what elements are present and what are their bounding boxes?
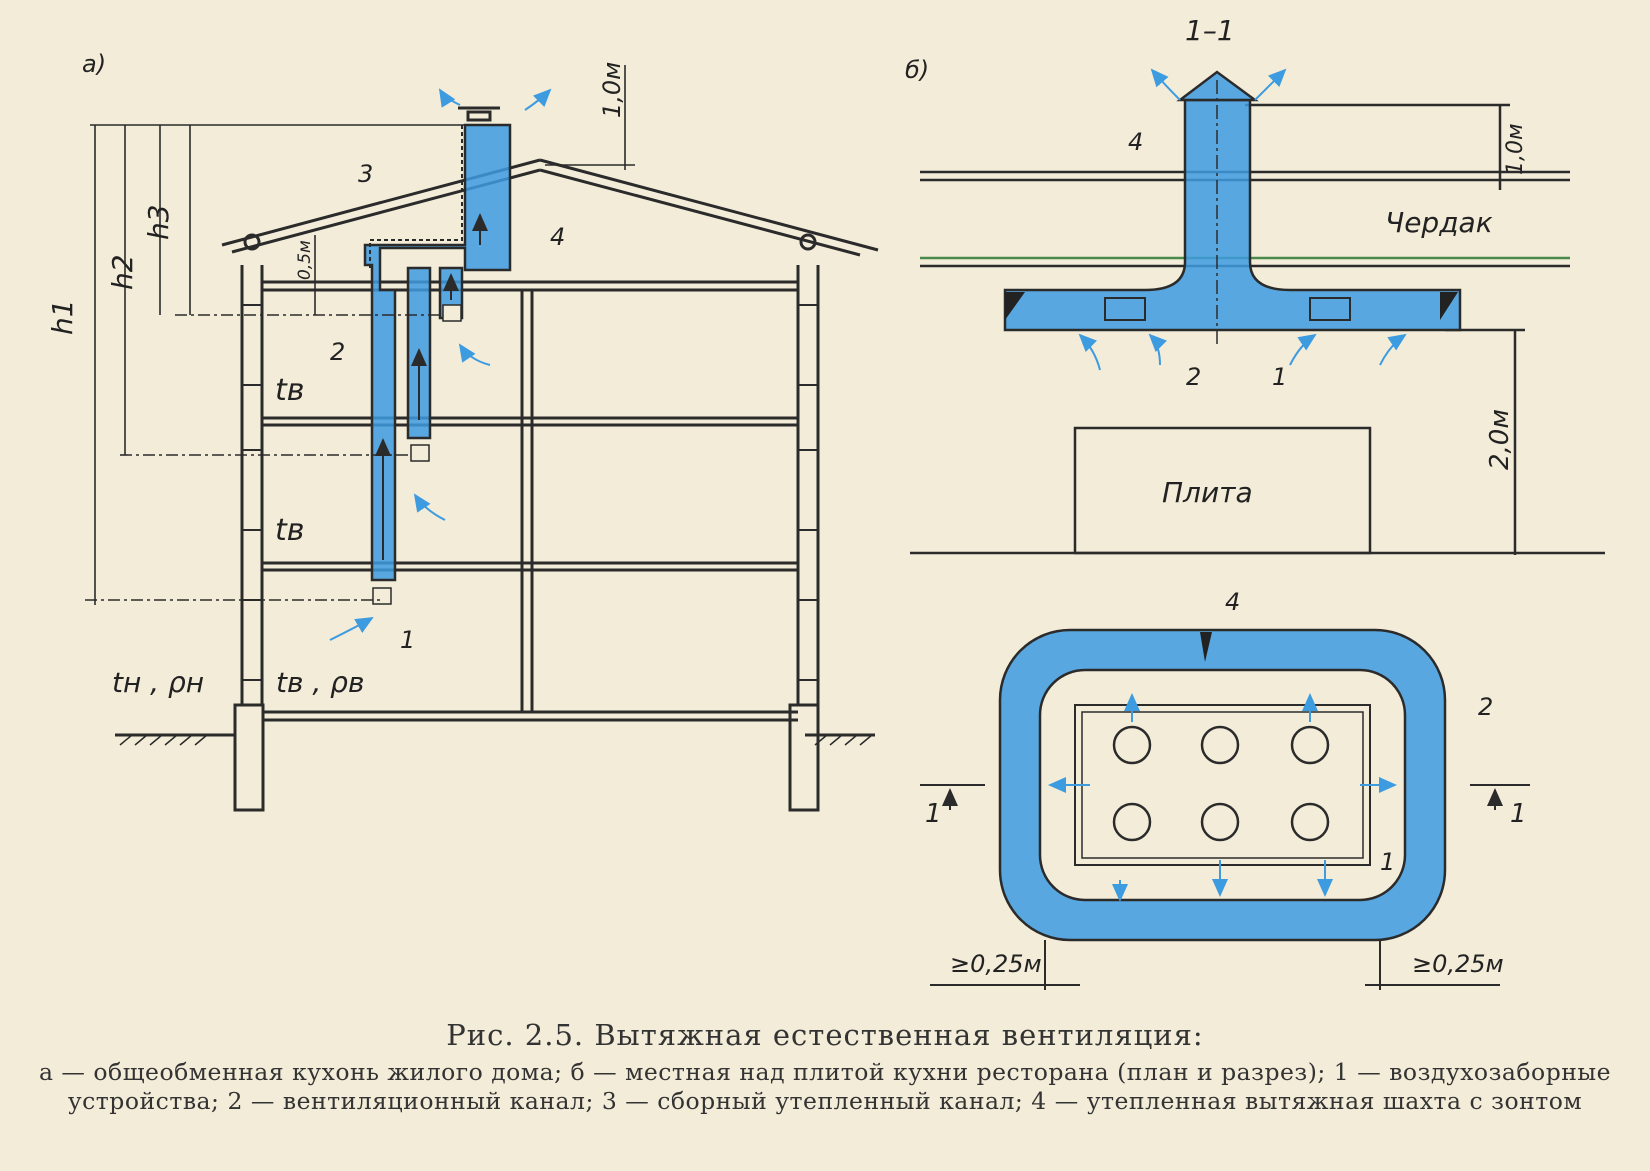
section-callout-1: 1	[1272, 363, 1287, 391]
panel-a-label: а)	[82, 50, 106, 78]
dim-h2: h2	[106, 254, 139, 290]
panel-b-section-labels: б) 1–1 Чердак Плита 1,0м 2,0м 4 2 1	[905, 14, 1528, 509]
dim-small-a: 0,5м	[295, 240, 315, 280]
inside-params: tв , ρв	[276, 666, 364, 699]
callout-1: 1	[400, 626, 415, 654]
section-label: 1–1	[1185, 14, 1235, 47]
temp-tv-upper: tв	[275, 373, 304, 408]
stove-label: Плита	[1162, 476, 1253, 509]
panel-b-plan	[920, 628, 1530, 990]
attic-label: Чердак	[1385, 206, 1493, 239]
dim-top-b: 1,0м	[1503, 123, 1528, 175]
section-mark-right: 1	[1510, 799, 1527, 829]
callout-2: 2	[330, 338, 345, 366]
panel-a-dimensions	[85, 65, 635, 605]
panel-b-plan-labels: 4 2 1 1 1 ≥0,25м ≥0,25м	[925, 588, 1527, 978]
figure-caption-title: Рис. 2.5. Вытяжная естественная вентиляц…	[446, 1018, 1204, 1052]
panel-b-hood	[1003, 68, 1462, 371]
callout-4: 4	[550, 223, 565, 251]
panel-b-label: б)	[905, 56, 929, 84]
section-callout-2: 2	[1186, 363, 1201, 391]
dim-h3: h3	[142, 204, 175, 240]
dim-left-b: ≥0,25м	[950, 950, 1042, 978]
panel-a-building-section	[115, 106, 879, 812]
temp-tv-lower: tв	[275, 513, 304, 548]
panel-a-labels: а) h1 h2 h3 1,0м 0,5м tв tв tн , ρн tв ,…	[46, 50, 626, 699]
dim-height-b: 2,0м	[1485, 409, 1515, 470]
dim-h1: h1	[46, 299, 79, 335]
dim-top-a: 1,0м	[598, 62, 626, 118]
panel-a-ducts	[329, 88, 552, 641]
plan-callout-2: 2	[1478, 693, 1493, 721]
callout-3: 3	[358, 160, 373, 188]
figure-caption-body: а — общеобменная кухонь жилого дома; б —…	[38, 1058, 1612, 1115]
plan-callout-1: 1	[1380, 848, 1395, 876]
section-callout-4: 4	[1128, 128, 1143, 156]
section-mark-left: 1	[925, 799, 942, 829]
ventilation-figure: а) h1 h2 h3 1,0м 0,5м tв tв tн , ρн tв ,…	[46, 14, 1605, 990]
dim-right-b: ≥0,25м	[1412, 950, 1504, 978]
plan-callout-4: 4	[1225, 588, 1240, 616]
outside-params: tн , ρн	[112, 666, 204, 699]
